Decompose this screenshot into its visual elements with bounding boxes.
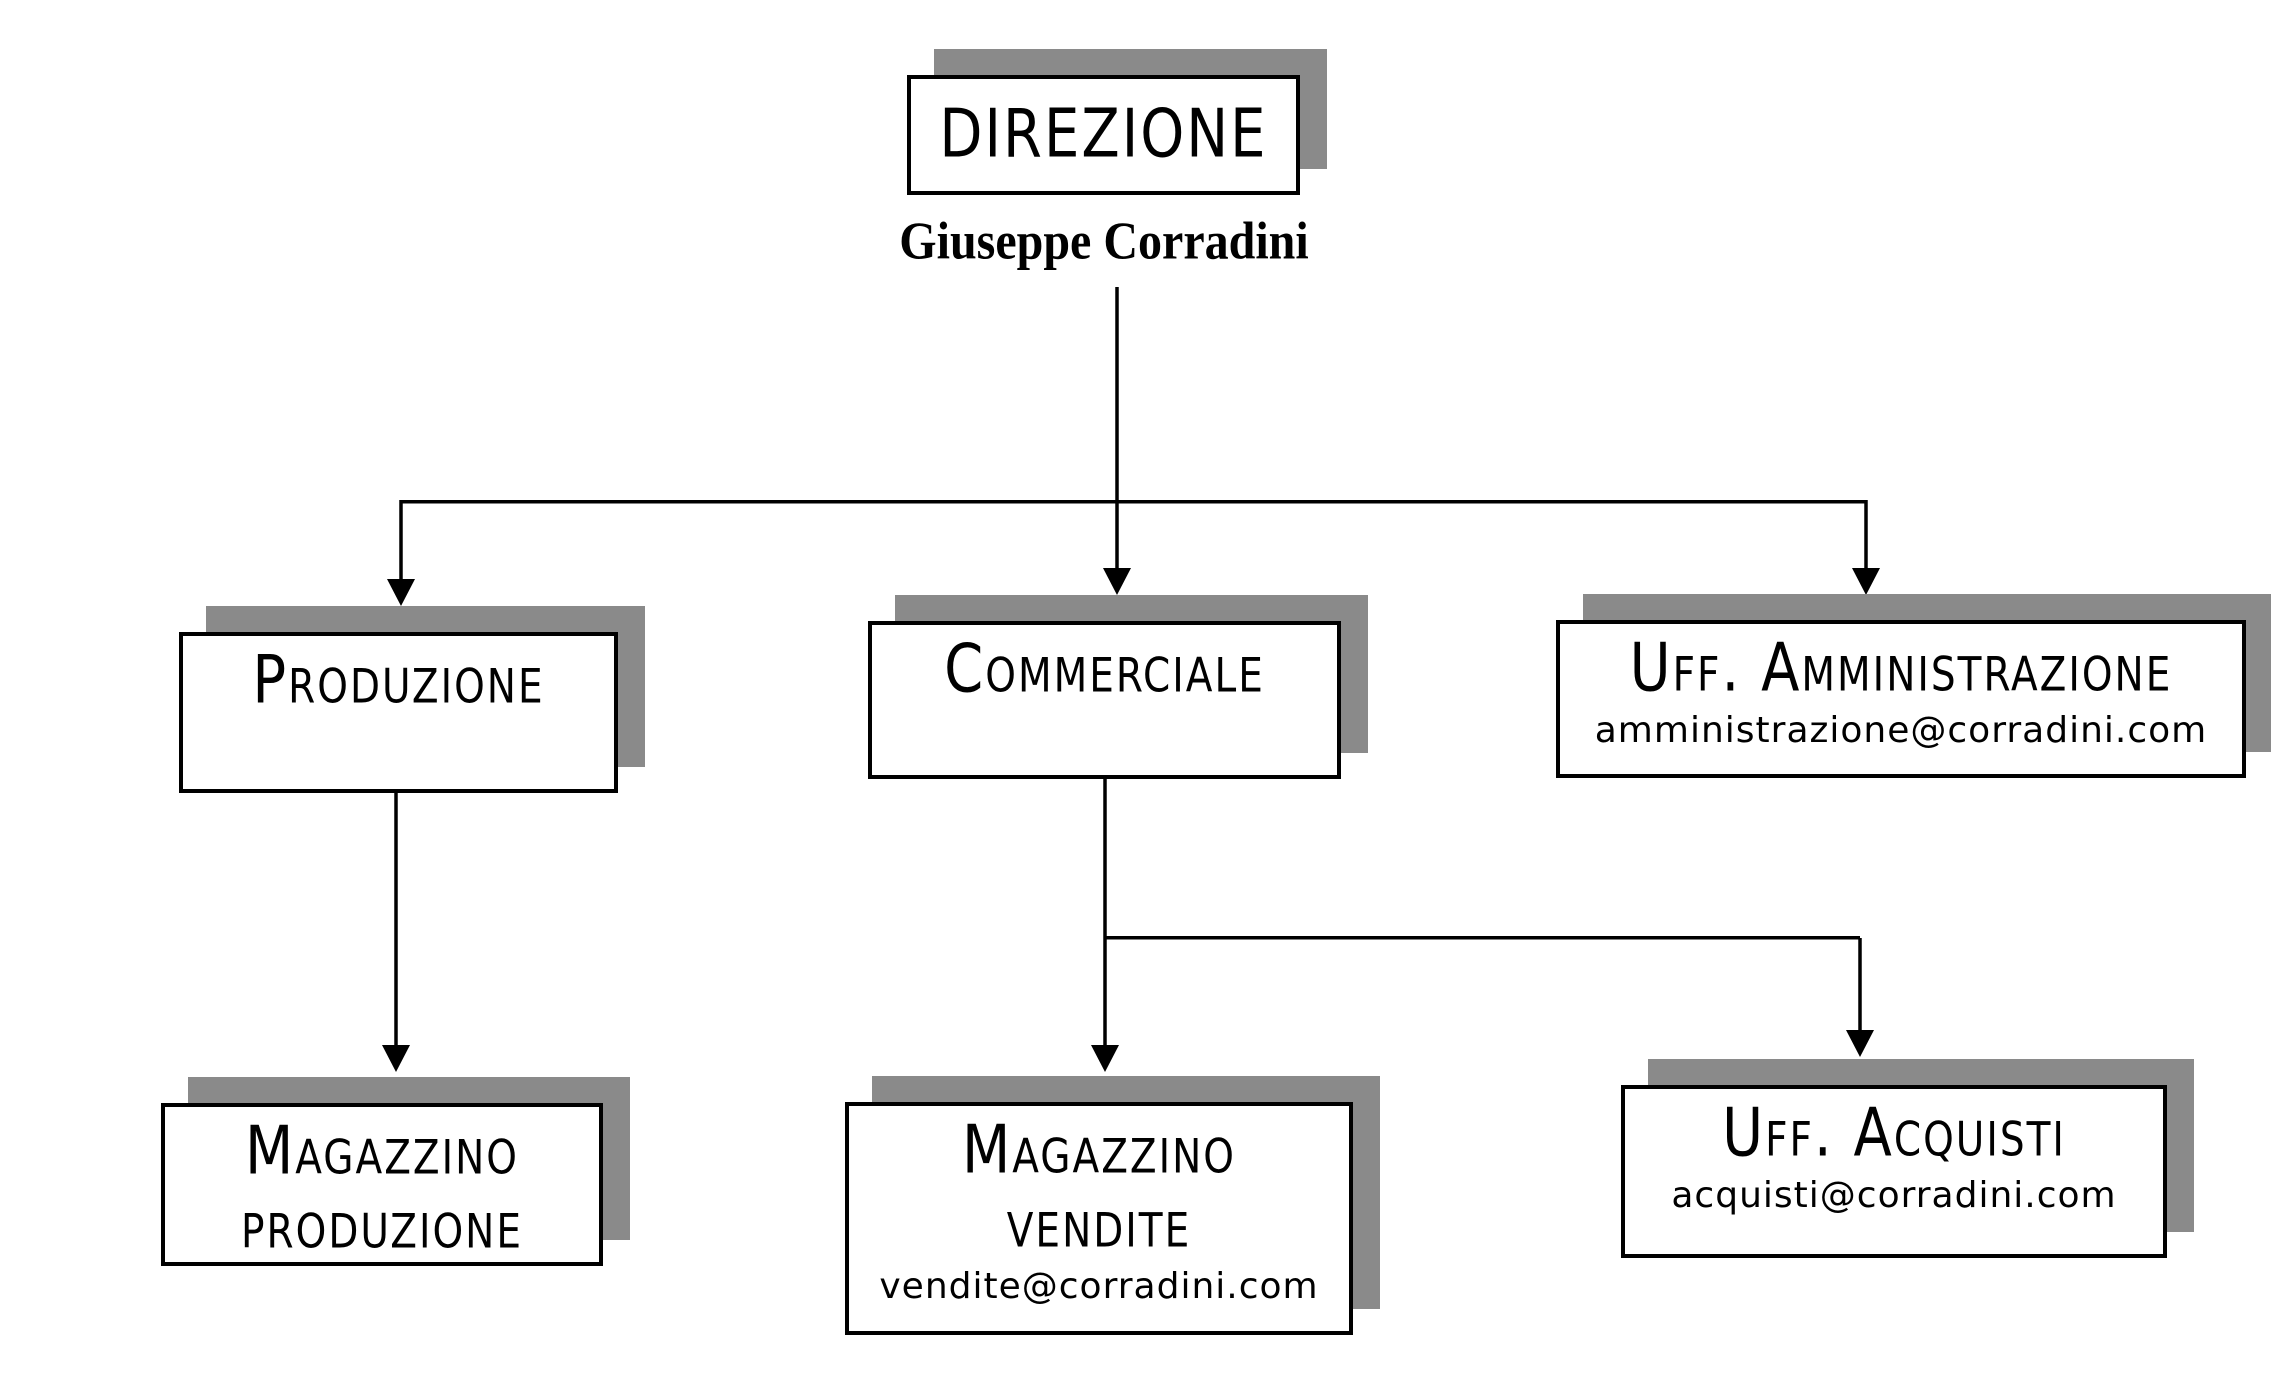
node-produzione: Produzione: [179, 606, 645, 793]
node-title: Uff. Amministrazione: [1629, 629, 2173, 708]
node-direzione: DIREZIONE: [907, 49, 1327, 195]
arrowhead-uff-acquisti-icon: [1846, 1030, 1874, 1057]
arrowhead-magazzino-vendite-icon: [1091, 1045, 1119, 1072]
node-title-line2: vendite: [1006, 1185, 1192, 1264]
node-email: vendite@corradini.com: [879, 1266, 1319, 1307]
arrowhead-commerciale-icon: [1103, 568, 1131, 595]
node-email: amministrazione@corradini.com: [1594, 710, 2208, 751]
node-uff-acquisti: Uff. Acquisti acquisti@corradini.com: [1621, 1059, 2194, 1258]
arrowhead-magazzino-produzione-icon: [382, 1045, 410, 1072]
box-face: Produzione: [179, 632, 618, 793]
node-title: Produzione: [252, 641, 545, 720]
box-face: Magazzino vendite vendite@corradini.com: [845, 1102, 1353, 1335]
node-commerciale: Commerciale: [868, 595, 1368, 779]
node-magazzino-produzione: Magazzino produzione: [161, 1077, 630, 1266]
node-title-line1: Magazzino: [244, 1112, 520, 1191]
node-title: Commerciale: [944, 630, 1265, 709]
arrowhead-produzione-icon: [387, 579, 415, 606]
node-uff-amministrazione: Uff. Amministrazione amministrazione@cor…: [1556, 594, 2271, 778]
node-magazzino-vendite: Magazzino vendite vendite@corradini.com: [845, 1076, 1380, 1335]
box-face: Commerciale: [868, 621, 1341, 779]
box-face: Uff. Acquisti acquisti@corradini.com: [1621, 1085, 2167, 1258]
node-title: DIREZIONE: [939, 95, 1268, 174]
node-title-line1: Magazzino: [961, 1111, 1237, 1190]
node-title-line2: produzione: [241, 1186, 523, 1265]
node-email: acquisti@corradini.com: [1671, 1175, 2117, 1216]
box-face: DIREZIONE: [907, 75, 1300, 195]
box-face: Magazzino produzione: [161, 1103, 603, 1266]
node-title: Uff. Acquisti: [1722, 1094, 2066, 1173]
arrowhead-uff-amministrazione-icon: [1852, 568, 1880, 595]
box-face: Uff. Amministrazione amministrazione@cor…: [1556, 620, 2246, 778]
manager-name: Giuseppe Corradini: [899, 212, 1309, 271]
